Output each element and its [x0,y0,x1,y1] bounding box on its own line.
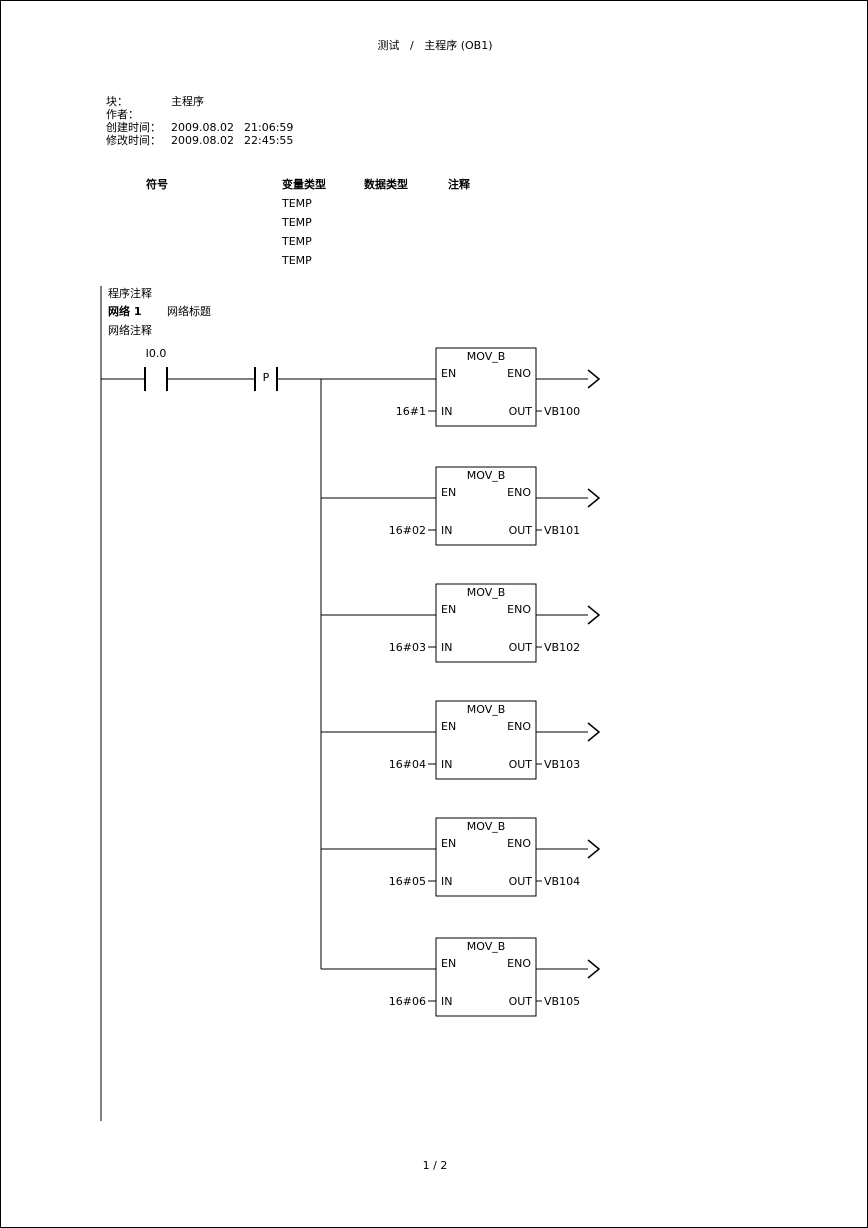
output-arrow-icon [587,722,601,742]
block-title: MOV_B [466,703,506,716]
author-label: 作者： [106,108,139,121]
block-in-value: 16#02 [388,524,426,537]
page-number: 1 / 2 [422,1159,448,1172]
var-type-cell: TEMP [282,197,312,210]
network-label: 网络 1 [108,305,142,318]
mov-block-outline [428,347,601,427]
block-out-value: VB104 [544,875,581,888]
block-value: 主程序 [171,95,204,108]
block-in-value: 16#04 [388,758,426,771]
block-out-value: VB103 [544,758,581,771]
col-header-data-type: 数据类型 [364,178,408,191]
var-type-cell: TEMP [282,216,312,229]
block-in-label: IN [441,405,453,418]
output-arrow-icon [587,605,601,625]
mov-block-outline [428,817,601,897]
network-title: 网络标题 [167,305,211,318]
block-in-label: IN [441,758,453,771]
page-title: 测试 / 主程序 (OB1) [377,39,493,52]
mov-block-outline [428,583,601,663]
mov-block-outline [428,700,601,780]
block-out-label: OUT [508,524,532,537]
created-date: 2009.08.02 [171,121,234,134]
edge-contact-letter: P [262,371,270,384]
modified-date: 2009.08.02 [171,134,234,147]
block-eno-label: ENO [507,957,531,970]
block-eno-label: ENO [507,837,531,850]
output-arrow-icon [587,369,601,389]
col-header-var-type: 变量类型 [282,178,326,191]
block-out-label: OUT [508,995,532,1008]
block-eno-label: ENO [507,367,531,380]
block-out-value: VB100 [544,405,581,418]
block-en-label: EN [441,367,457,380]
contact-positive-edge [254,367,278,391]
block-eno-label: ENO [507,603,531,616]
mov-block-outline [428,937,601,1017]
block-in-value: 16#1 [395,405,426,418]
block-out-label: OUT [508,405,532,418]
block-out-value: VB101 [544,524,581,537]
block-in-label: IN [441,995,453,1008]
block-en-label: EN [441,720,457,733]
block-in-value: 16#05 [388,875,426,888]
created-time: 21:06:59 [244,121,294,134]
block-in-value: 16#03 [388,641,426,654]
block-en-label: EN [441,837,457,850]
network-comment: 网络注释 [108,324,152,337]
program-comment: 程序注释 [108,287,152,300]
col-header-symbol: 符号 [146,178,168,191]
contact-i00 [144,367,168,391]
modified-time: 22:45:55 [244,134,294,147]
output-arrow-icon [587,959,601,979]
output-arrow-icon [587,839,601,859]
block-title: MOV_B [466,586,506,599]
output-arrow-icon [587,488,601,508]
modified-label: 修改时间： [106,134,161,147]
mov-block-outline [428,466,601,546]
block-eno-label: ENO [507,486,531,499]
block-out-label: OUT [508,641,532,654]
created-label: 创建时间： [106,121,161,134]
block-in-label: IN [441,875,453,888]
block-title: MOV_B [466,469,506,482]
block-in-value: 16#06 [388,995,426,1008]
block-in-label: IN [441,524,453,537]
block-in-label: IN [441,641,453,654]
block-title: MOV_B [466,820,506,833]
block-out-label: OUT [508,758,532,771]
block-eno-label: ENO [507,720,531,733]
contact-address-label: I0.0 [145,347,167,360]
block-out-value: VB105 [544,995,581,1008]
block-out-value: VB102 [544,641,581,654]
block-title: MOV_B [466,940,506,953]
block-en-label: EN [441,603,457,616]
block-en-label: EN [441,486,457,499]
var-type-cell: TEMP [282,254,312,267]
block-en-label: EN [441,957,457,970]
block-out-label: OUT [508,875,532,888]
block-title: MOV_B [466,350,506,363]
block-label: 块： [106,95,128,108]
col-header-comment: 注释 [448,178,470,191]
var-type-cell: TEMP [282,235,312,248]
